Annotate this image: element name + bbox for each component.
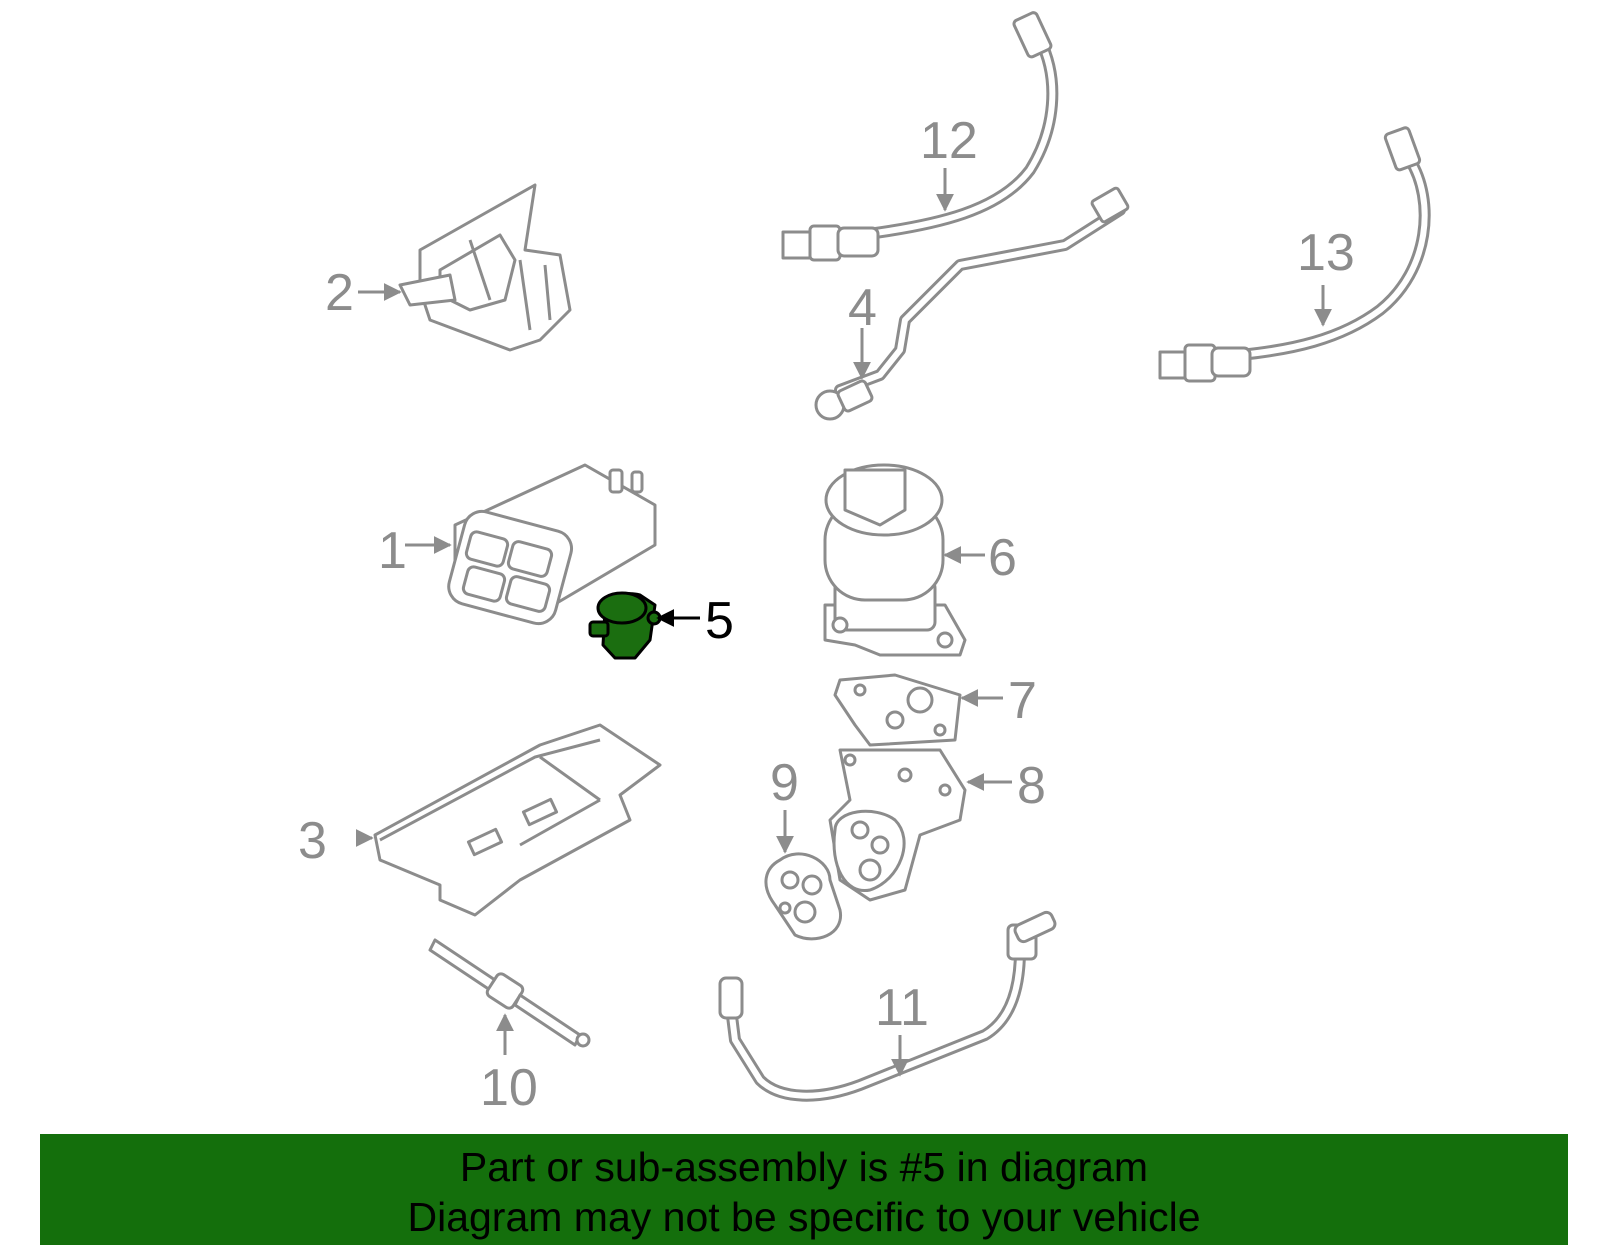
callout-8: 8 — [1017, 757, 1046, 815]
part-11-hose[interactable] — [718, 910, 1057, 1102]
banner-line-2: Diagram may not be specific to your vehi… — [407, 1194, 1201, 1240]
callout-13: 13 — [1297, 224, 1355, 282]
callout-1: 1 — [378, 522, 407, 580]
part-13-oxygen-sensor[interactable] — [1158, 126, 1431, 383]
leader-lines — [355, 168, 1332, 1077]
part-7-gasket[interactable] — [833, 673, 962, 747]
part-5-purge-valve[interactable] — [588, 591, 662, 660]
callout-labels: 1 2 3 4 5 6 7 8 9 10 11 12 13 — [298, 112, 1355, 1117]
part-9-gasket[interactable] — [764, 852, 842, 941]
banner-line-1: Part or sub-assembly is #5 in diagram — [459, 1144, 1149, 1190]
callout-6: 6 — [988, 529, 1017, 587]
callout-10: 10 — [480, 1059, 538, 1117]
callout-9: 9 — [770, 754, 799, 812]
info-banner: Part or sub-assembly is #5 in diagram Di… — [40, 1134, 1568, 1245]
part-4-egr-tube[interactable] — [814, 186, 1130, 421]
callout-3: 3 — [298, 812, 327, 870]
callout-12: 12 — [920, 112, 978, 170]
part-6-egr-valve[interactable] — [823, 463, 967, 657]
part-10-sensor[interactable] — [428, 938, 591, 1048]
part-1-vapor-canister[interactable] — [445, 463, 657, 628]
callout-7: 7 — [1008, 672, 1037, 730]
part-2-bracket[interactable] — [398, 183, 572, 352]
callout-4: 4 — [848, 279, 877, 337]
callout-5: 5 — [705, 592, 734, 650]
callout-2: 2 — [325, 264, 354, 322]
part-3-heat-shield[interactable] — [373, 723, 662, 917]
callout-11: 11 — [875, 979, 929, 1037]
part-12-oxygen-sensor[interactable] — [781, 11, 1059, 262]
part-8-egr-adapter[interactable] — [828, 748, 967, 902]
